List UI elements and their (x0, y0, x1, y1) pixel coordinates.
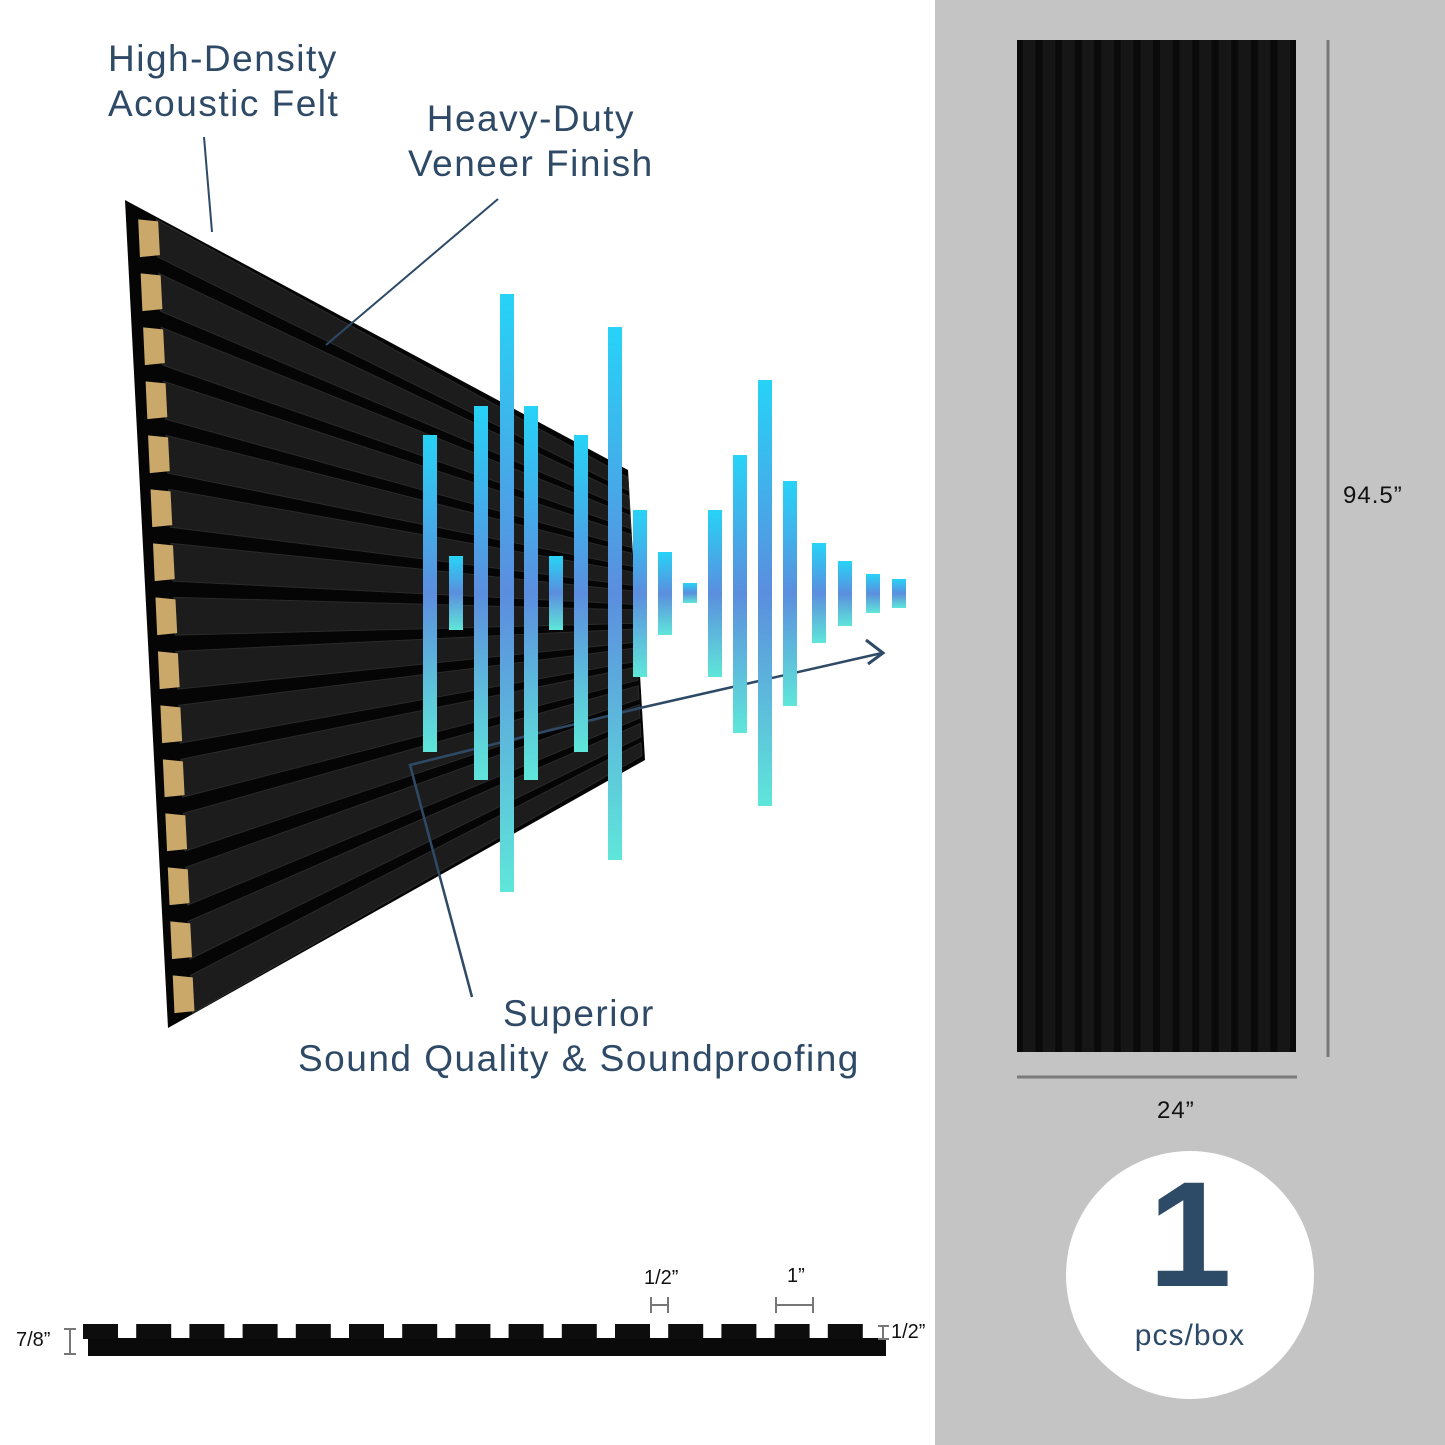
wave-bar (474, 406, 488, 780)
total-thickness-label: 7/8” (16, 1329, 51, 1351)
front-slat (1179, 40, 1193, 1052)
wave-bar (783, 481, 797, 706)
front-slat (1257, 40, 1271, 1052)
front-slat (1140, 40, 1153, 1052)
sound-callout-line2: Sound Quality & Soundproofing (298, 1038, 860, 1079)
wave-bar (758, 380, 772, 806)
front-slat (1160, 40, 1173, 1052)
sound-wave-graphic (423, 294, 906, 892)
wave-bar (524, 406, 538, 780)
felt-callout-line2: Acoustic Felt (108, 83, 340, 124)
wave-bar (708, 510, 722, 677)
veneer-callout: Heavy-Duty Veneer Finish (408, 96, 654, 186)
front-slat (1081, 40, 1095, 1052)
wave-bar (812, 543, 826, 643)
front-slat (1277, 40, 1290, 1052)
felt-edge-tab (138, 219, 160, 258)
cross-section-profile (64, 1297, 889, 1356)
profile-slat (189, 1324, 225, 1339)
wave-bar (549, 556, 563, 630)
felt-edge-tab (145, 381, 168, 420)
profile-slat (615, 1324, 650, 1339)
front-slat (1238, 40, 1251, 1052)
profile-slat (83, 1324, 118, 1339)
front-slat (1062, 40, 1075, 1052)
package-count: 1 (1148, 1150, 1232, 1318)
profile-slat (295, 1324, 331, 1339)
felt-callout-line1: High-Density (108, 38, 338, 79)
profile-slat (242, 1324, 278, 1339)
wave-bar (866, 574, 880, 613)
felt-edge-tab (143, 327, 165, 366)
cross-section-slats (83, 1324, 863, 1339)
profile-slat (455, 1324, 491, 1339)
profile-slat (508, 1324, 544, 1339)
veneer-callout-line2: Veneer Finish (408, 143, 654, 184)
front-slat (1023, 40, 1036, 1052)
sound-callout: Superior Sound Quality & Soundproofing (298, 991, 860, 1081)
felt-edge-tab (160, 705, 183, 744)
front-view-panel (1017, 40, 1296, 1052)
front-slat (1199, 40, 1212, 1052)
profile-slat (721, 1324, 757, 1339)
wave-bar (633, 510, 647, 677)
felt-edge-tab (157, 651, 180, 690)
felt-edge-tab (155, 597, 178, 636)
package-count-badge: 1 pcs/box (1066, 1151, 1314, 1399)
width-label: 24” (1157, 1097, 1195, 1124)
felt-edge-tab (162, 759, 185, 798)
height-label: 94.5” (1343, 482, 1403, 509)
cross-section-felt-base (88, 1338, 886, 1356)
profile-slat (349, 1324, 384, 1339)
front-slat (1042, 40, 1056, 1052)
sound-callout-line1: Superior (503, 993, 655, 1034)
profile-slat (668, 1324, 704, 1339)
profile-slat (402, 1324, 438, 1339)
felt-edge-tab (152, 543, 175, 582)
felt-edge-tab (140, 273, 163, 312)
wave-bar (449, 556, 463, 630)
wave-bar (500, 294, 514, 892)
front-slat (1101, 40, 1114, 1052)
felt-edge-tab (165, 813, 188, 852)
felt-edge-tab (148, 435, 170, 474)
slat-width-label: 1” (787, 1265, 805, 1287)
profile-slat (561, 1324, 597, 1339)
felt-thickness-label: 1/2” (891, 1321, 926, 1343)
felt-callout: High-Density Acoustic Felt (108, 36, 339, 126)
felt-edge-tab (172, 975, 195, 1014)
angled-acoustic-panel (125, 200, 645, 1028)
front-slat (1120, 40, 1134, 1052)
profile-slat (774, 1324, 810, 1339)
panel-felt-edge (138, 219, 195, 1014)
felt-edge-tab (167, 867, 190, 906)
profile-slat (136, 1324, 172, 1339)
wave-bar (838, 561, 852, 626)
felt-leader-line (203, 136, 213, 233)
wave-bar (683, 583, 697, 603)
felt-edge-tab (170, 921, 192, 960)
wave-bar (574, 435, 588, 752)
wave-bar (608, 327, 622, 860)
sound-arrow-icon (865, 638, 886, 666)
package-unit: pcs/box (1134, 1319, 1246, 1352)
wave-bar (423, 435, 437, 752)
veneer-leader-line (325, 198, 499, 346)
veneer-callout-line1: Heavy-Duty (426, 98, 636, 139)
front-panel-body (1017, 40, 1296, 1052)
slat-gap-label: 1/2” (644, 1267, 679, 1289)
wave-bar (658, 552, 672, 635)
profile-slat (827, 1324, 863, 1339)
felt-edge-tab (150, 489, 173, 528)
front-panel-slats (1023, 40, 1290, 1052)
front-slat (1218, 40, 1232, 1052)
wave-bar (892, 579, 906, 608)
wave-bar (733, 455, 747, 733)
